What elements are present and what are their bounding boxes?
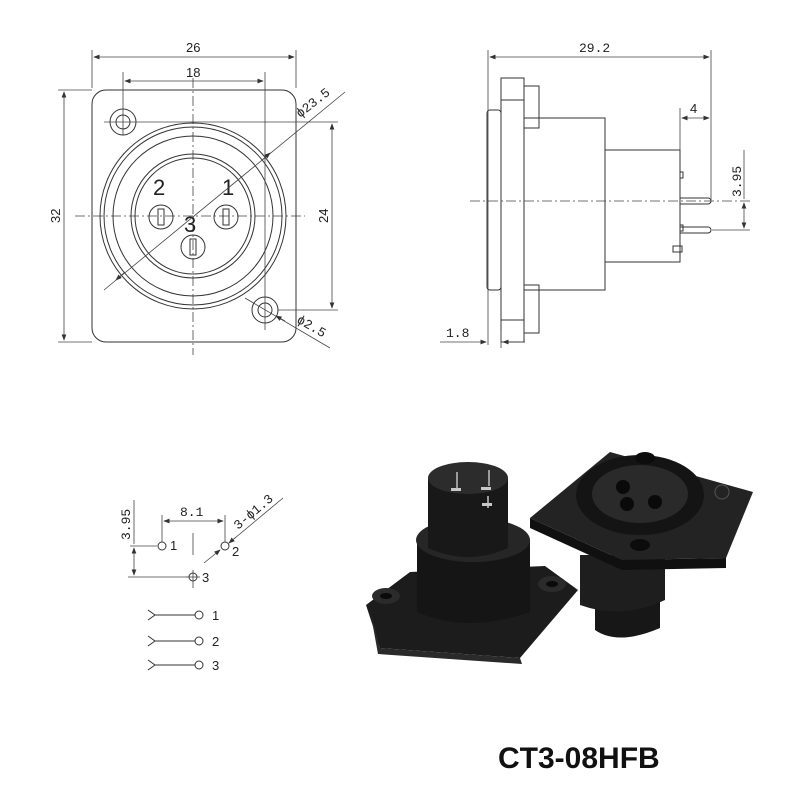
footprint-pin-label-2: 2 [232,544,239,559]
model-number: CT3-08HFB [498,742,660,775]
dim-pin-pitch-vertical: 3.95 [730,166,745,197]
schematic-pin-3: 3 [147,658,219,673]
dim-hole-spec: 3-ϕ1.3 [231,491,277,533]
footprint-hole-1 [157,541,167,551]
connector-rear-view [366,462,578,664]
dim-vertical-offset: 3.95 [119,509,134,540]
side-rear-body [604,149,681,263]
pin-label-3: 3 [184,212,196,237]
outer-ring [99,122,287,310]
footprint-pin-label-3: 3 [202,570,209,585]
pin-3 [180,234,206,260]
footprint-pin-label-1: 1 [170,538,177,553]
dim-overall-length: 29.2 [579,41,610,56]
schematic-pin-1: 1 [147,608,219,623]
schematic: 1 2 3 [147,608,219,673]
side-flange [500,77,525,343]
dim-hole-spacing-y: 24 [316,209,331,223]
pin-2 [148,204,174,230]
svg-text:2: 2 [212,634,219,649]
footprint-hole-2 [220,541,230,551]
pin-1 [213,204,239,230]
dim-horizontal-pitch: 8.1 [180,505,204,520]
insert-face [130,153,256,279]
side-view: 29.2 4 3.95 1.8 [440,41,750,348]
svg-text:3: 3 [212,658,219,673]
side-body [523,117,606,291]
dim-body-diameter: ϕ23.5 [293,85,333,121]
pin-label-1: 1 [222,175,234,200]
dim-hole-spacing-x: 18 [186,65,200,80]
product-photo [366,452,753,664]
side-pin-lower [680,226,712,234]
dim-flange-thickness: 1.8 [446,326,469,341]
dim-pin-length: 4 [690,101,697,116]
svg-text:1: 1 [212,608,219,623]
connector-front-view [530,452,753,638]
dim-overall-height: 32 [48,209,63,223]
pcb-footprint: 1 2 3 8.1 3.95 3-ϕ1.3 [119,491,284,588]
dim-overall-width: 26 [186,40,200,55]
schematic-pin-2: 2 [147,634,219,649]
front-view: 1 2 3 26 18 32 24 ϕ23.5 ϕ2.5 [48,40,346,355]
pin-label-2: 2 [153,175,165,200]
